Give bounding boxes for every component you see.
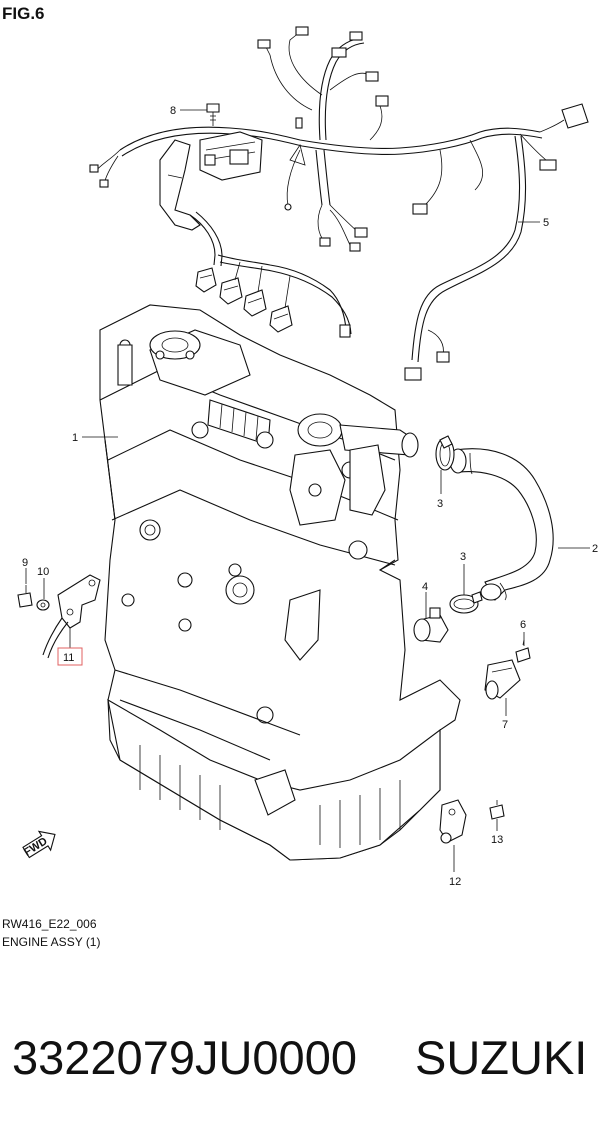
connector	[257, 39, 271, 49]
connector	[319, 237, 331, 247]
bolt-13	[489, 800, 505, 820]
sensor-7	[484, 659, 521, 700]
callout-5: 5	[543, 217, 549, 229]
callout-12: 12	[449, 876, 461, 888]
hose-clamp-upper	[435, 435, 455, 471]
callout-3-upper: 3	[437, 498, 443, 510]
hose-clamp-lower	[449, 591, 483, 614]
fwd-arrow-icon: FWD	[22, 830, 56, 859]
connector	[331, 47, 347, 58]
bracket-12	[439, 799, 467, 844]
figure-code: RW416_E22_006	[2, 917, 97, 931]
callout-9: 9	[22, 557, 28, 569]
connector	[436, 351, 450, 363]
connector	[404, 367, 422, 381]
bolt-6	[515, 639, 531, 663]
callout-8: 8	[170, 105, 176, 117]
water-hose	[449, 448, 554, 601]
connector	[561, 103, 589, 129]
callout-1: 1	[72, 432, 78, 444]
figure-title: FIG.6	[2, 4, 45, 23]
callout-13: 13	[491, 834, 503, 846]
callout-11: 11	[63, 652, 74, 664]
callout-6: 6	[520, 619, 526, 631]
connector	[354, 227, 368, 238]
callout-2: 2	[592, 543, 598, 555]
part-number: 3322079JU0000	[12, 1031, 357, 1084]
washer-10	[36, 599, 50, 611]
callout-4: 4	[422, 581, 428, 593]
connector	[349, 242, 361, 252]
bolt-9	[17, 585, 33, 608]
connector	[349, 31, 363, 41]
engine-block	[99, 304, 461, 861]
callout-7: 7	[502, 719, 508, 731]
engine-assembly-diagram: FWD 1 2 3 3 4 5 6 7 8 9 10 11 12 13	[17, 26, 598, 888]
figure-name: ENGINE ASSY (1)	[2, 935, 101, 949]
brand-name: SUZUKI	[415, 1031, 588, 1084]
injector-connectors	[195, 261, 351, 338]
connector	[295, 26, 309, 36]
fitting-4	[413, 607, 449, 643]
bolt-8	[206, 103, 220, 126]
wiring-harness	[89, 26, 589, 381]
connector	[365, 71, 379, 82]
connector	[539, 159, 557, 171]
callout-3-lower: 3	[460, 551, 466, 563]
harness-bracket	[159, 139, 201, 231]
connector	[375, 95, 389, 107]
callout-11-highlight-box	[57, 647, 83, 666]
connector	[412, 203, 428, 215]
callout-10: 10	[37, 566, 49, 578]
bracket-11	[42, 574, 101, 659]
